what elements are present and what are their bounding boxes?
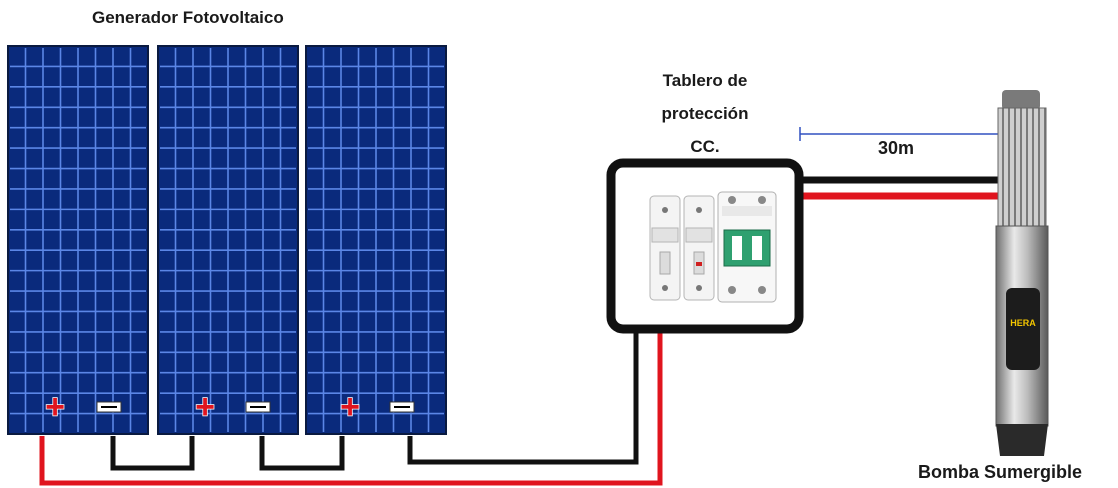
panel-3-terminals: + — [339, 387, 415, 427]
wiring — [39, 176, 1003, 486]
pump-base — [996, 424, 1048, 456]
panel-grid — [160, 48, 296, 432]
fuse-holder-1 — [649, 195, 681, 301]
panel-2-terminals: + — [194, 387, 271, 427]
positive-terminal-icon: + — [340, 388, 360, 426]
protection-board-label: Tablero de protección CC. — [630, 64, 780, 163]
positive-terminal-icon: + — [195, 388, 215, 426]
panel-grid — [308, 48, 444, 432]
protection-board-label-line3: CC. — [690, 137, 720, 156]
pump-label: Bomba Sumergible — [918, 462, 1083, 482]
solar-panel-1 — [7, 45, 149, 435]
pump-cap — [1002, 90, 1040, 110]
positive-terminal-icon: + — [45, 388, 65, 426]
pump-inlet-screen — [997, 107, 1047, 229]
panel-1-terminals: + — [44, 387, 122, 427]
fuse-holder-2 — [683, 195, 715, 301]
pump-nameplate — [1006, 288, 1040, 370]
protection-board — [606, 158, 804, 334]
solar-panel-3 — [305, 45, 447, 435]
pump-brand: HERA — [1010, 318, 1036, 328]
generator-title: Generador Fotovoltaico — [92, 8, 284, 27]
solar-panel-2 — [157, 45, 299, 435]
series-jumper-2 — [259, 436, 345, 471]
submersible-pump: HERA — [995, 90, 1049, 456]
positive-feed-wire — [39, 332, 663, 486]
distance-marker — [799, 127, 1001, 141]
panel-grid — [10, 48, 146, 432]
protection-board-label-line1: Tablero de — [662, 71, 748, 90]
cable-distance-label: 30m — [878, 138, 915, 158]
series-jumper-1 — [110, 436, 195, 471]
dc-breaker — [717, 191, 777, 303]
protection-board-label-line2: protección — [661, 104, 749, 123]
solar-panel-array — [7, 45, 447, 435]
negative-feed-wire — [407, 332, 639, 465]
